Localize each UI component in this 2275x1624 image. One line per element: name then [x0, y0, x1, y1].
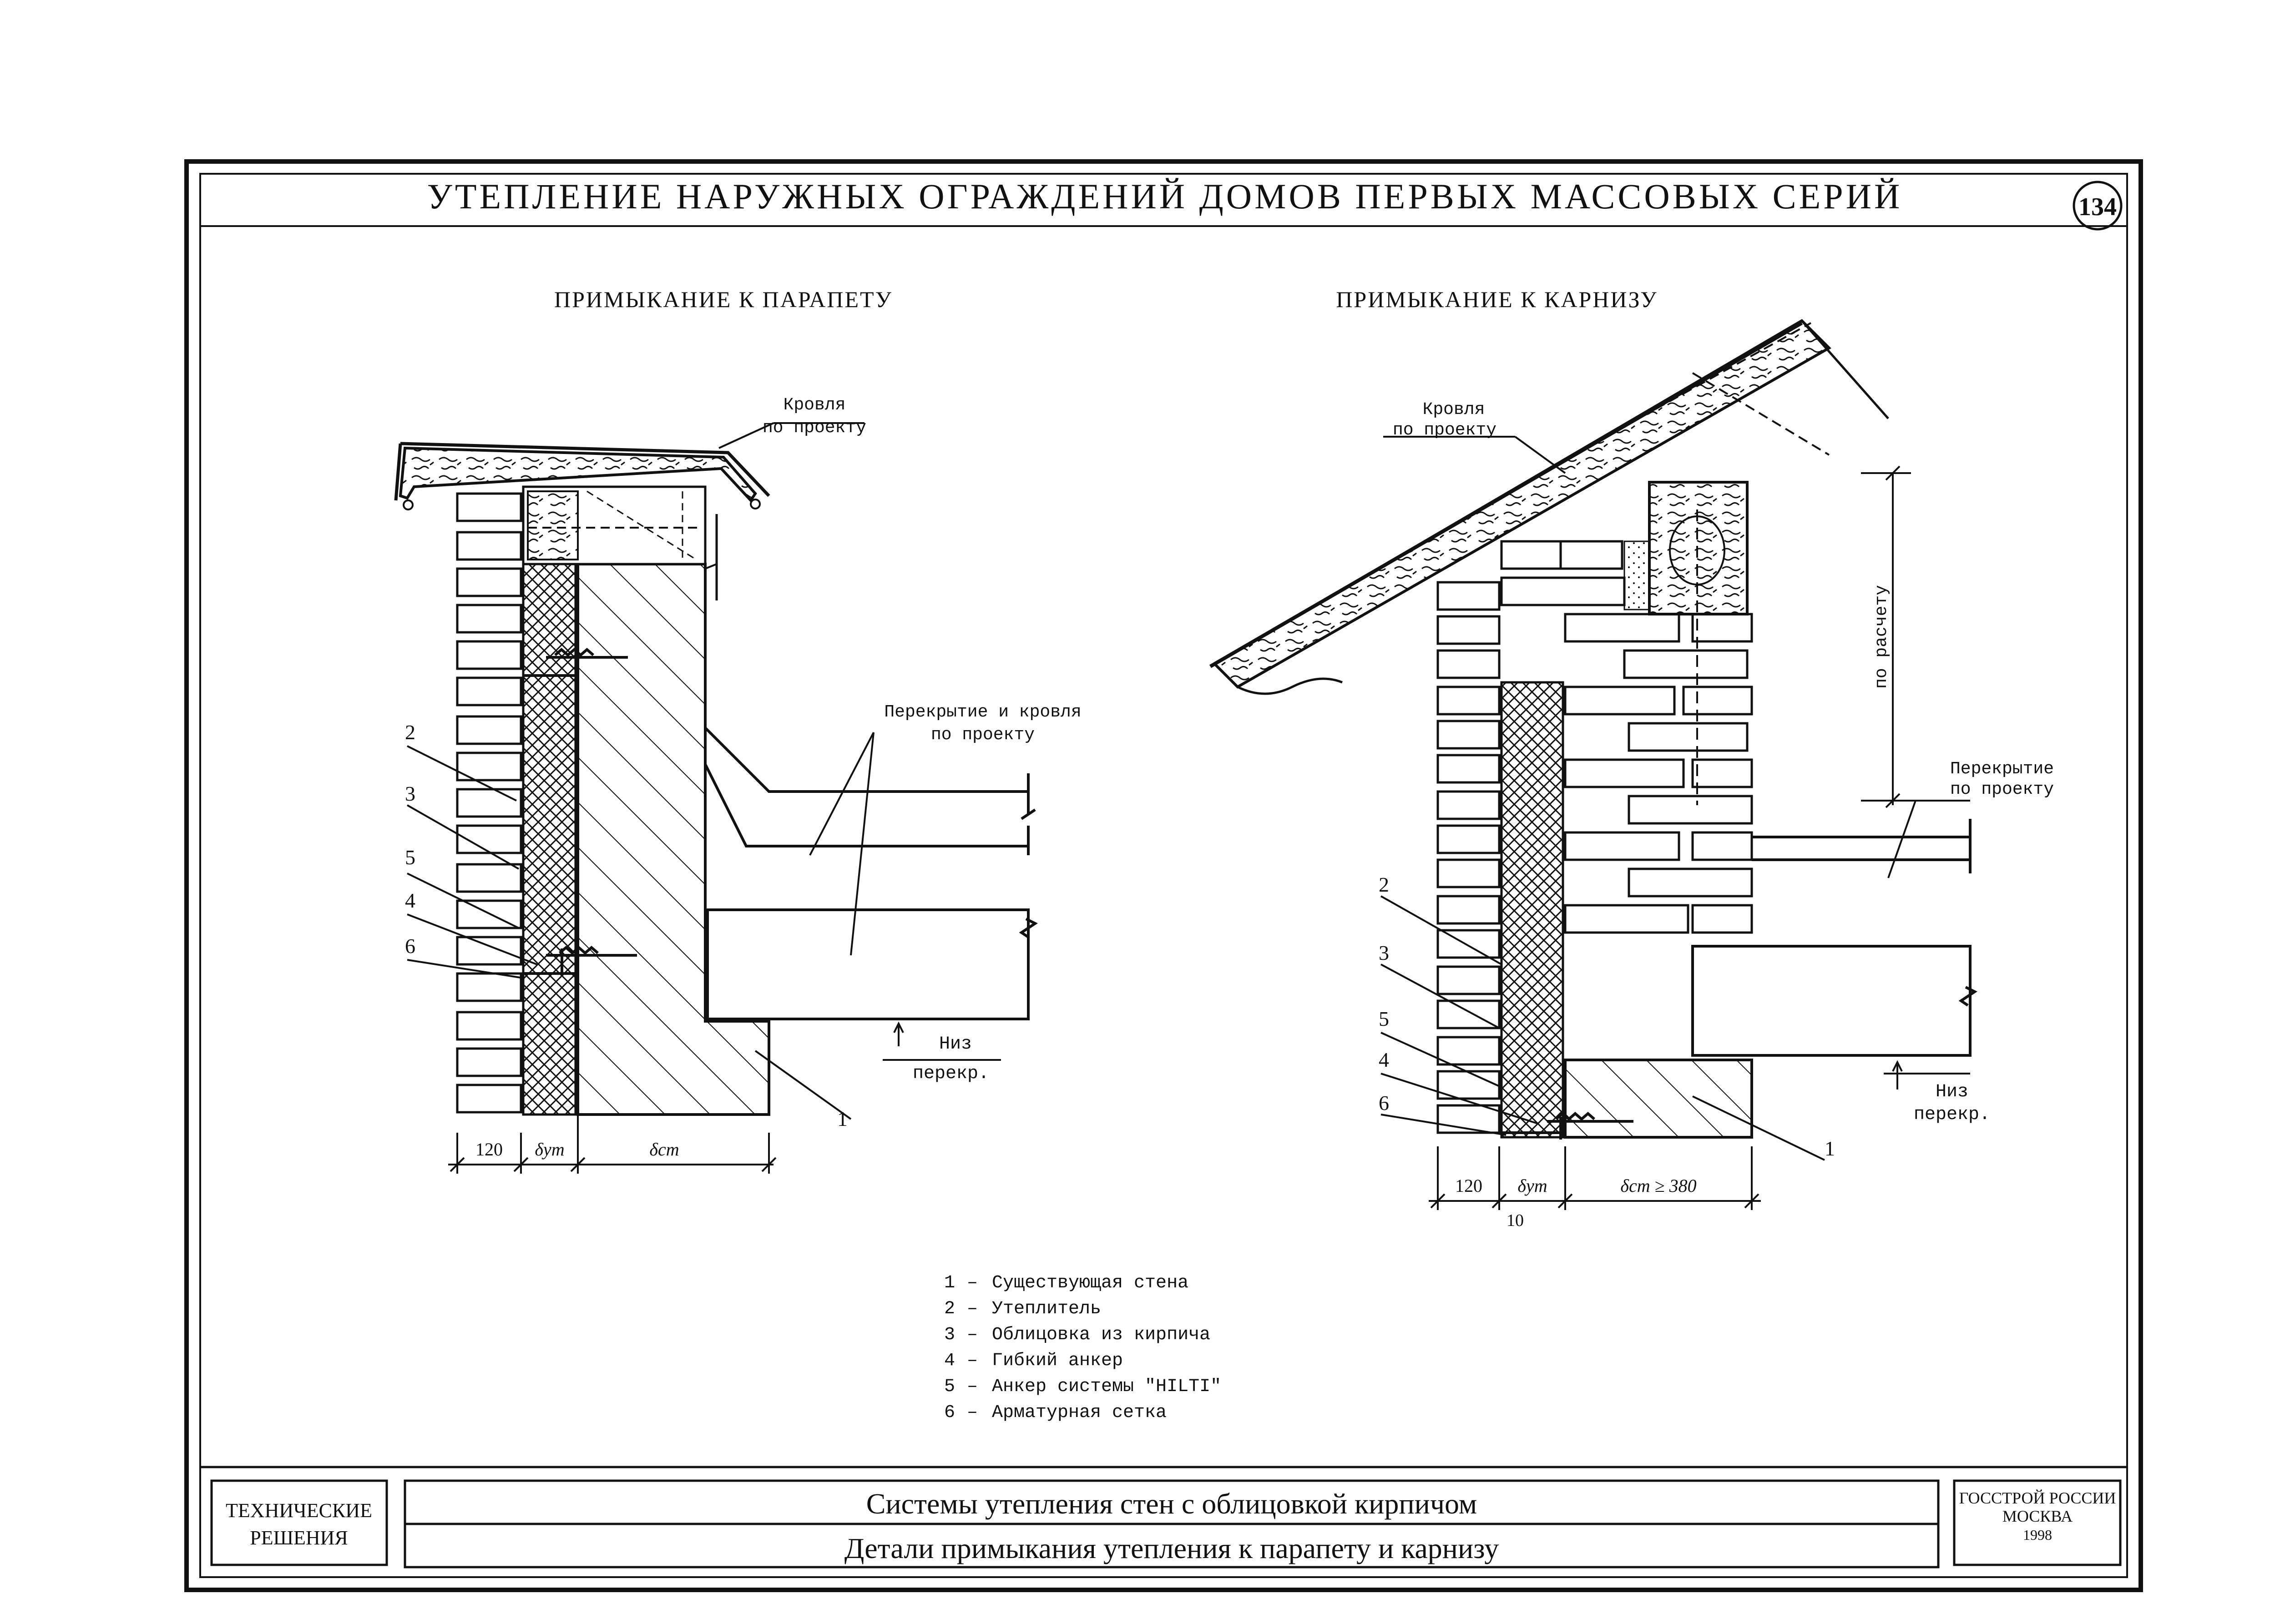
svg-text:Арматурная сетка: Арматурная сетка	[992, 1402, 1167, 1423]
left-leaders	[407, 422, 1001, 1120]
right-anchors	[1502, 1112, 1633, 1140]
svg-text:–: –	[967, 1325, 978, 1345]
svg-text:2: 2	[944, 1299, 955, 1319]
right-dim-brick: 120	[1455, 1175, 1482, 1196]
left-dim-insul: δут	[535, 1139, 564, 1160]
right-detail: ПРИМЫКАНИЕ К КАРНИЗУ	[1209, 287, 2054, 1230]
org-year: 1998	[2023, 1527, 2052, 1543]
right-roof	[1209, 319, 1889, 695]
left-level-label-1: Низ	[939, 1034, 972, 1054]
right-detail-title: ПРИМЫКАНИЕ К КАРНИЗУ	[1336, 287, 1658, 312]
right-dim-wall: δст ≥ 380	[1620, 1175, 1696, 1196]
svg-text:3: 3	[944, 1325, 955, 1345]
legend-item: 2 – Утеплитель	[944, 1299, 1101, 1319]
left-roof-label-2: по проекту	[763, 418, 866, 438]
svg-text:Облицовка из кирпича: Облицовка из кирпича	[992, 1325, 1210, 1345]
left-marker-1: 1	[837, 1107, 848, 1130]
svg-text:1: 1	[944, 1273, 955, 1293]
org-line-1: ГОССТРОЙ РОССИИ	[1959, 1489, 2116, 1507]
sheet-number-circle	[2073, 181, 2123, 231]
right-marker-6: 6	[1379, 1091, 1389, 1115]
left-dimensions: 120 δут δст	[448, 1115, 777, 1174]
category-line-2: РЕШЕНИЯ	[250, 1527, 348, 1549]
svg-text:–: –	[967, 1351, 978, 1371]
org-line-2: МОСКВА	[2002, 1507, 2073, 1525]
left-anchors	[523, 648, 637, 976]
right-leaders	[1380, 436, 1970, 1161]
category-line-1: ТЕХНИЧЕСКИЕ	[226, 1499, 372, 1522]
right-marker-1: 1	[1825, 1137, 1835, 1160]
svg-text:–: –	[967, 1402, 978, 1423]
right-dim-insul: δут	[1517, 1175, 1547, 1196]
left-brick-facing	[456, 492, 522, 1114]
right-calc-label: по расчету	[1872, 585, 1891, 689]
right-marker-2: 2	[1379, 873, 1389, 896]
left-marker-6: 6	[405, 934, 415, 958]
left-dim-wall: δст	[649, 1139, 679, 1160]
svg-text:Существующая стена: Существующая стена	[992, 1273, 1188, 1293]
right-marker-4: 4	[1379, 1048, 1389, 1071]
left-marker-2: 2	[405, 721, 415, 744]
left-detail: ПРИМЫКАНИЕ К ПАРАПЕТУ	[394, 287, 1082, 1174]
left-parapet-cap	[399, 446, 757, 503]
header-title: УТЕПЛЕНИЕ НАРУЖНЫХ ОГРАЖДЕНИЙ ДОМОВ ПЕРВ…	[427, 177, 1903, 216]
right-labels: Кровля по проекту Перекрытие по проекту …	[1379, 400, 2054, 1160]
legend-item: 5 – Анкер системы "HILTI"	[944, 1377, 1221, 1397]
legend-item: 3 – Облицовка из кирпича	[944, 1325, 1210, 1345]
sheet-name-2: Детали примыкания утепления к парапету и…	[844, 1532, 1499, 1564]
left-timber	[527, 490, 579, 560]
left-roof-label-1: Кровля	[784, 395, 846, 415]
header: УТЕПЛЕНИЕ НАРУЖНЫХ ОГРАЖДЕНИЙ ДОМОВ ПЕРВ…	[427, 177, 2123, 231]
right-timber-beam	[1648, 481, 1749, 615]
svg-text:–: –	[967, 1299, 978, 1319]
left-existing-wall	[576, 563, 770, 1116]
sheet-number: 134	[2078, 193, 2117, 221]
svg-text:–: –	[967, 1377, 978, 1397]
svg-text:Анкер системы "HILTI": Анкер системы "HILTI"	[992, 1377, 1221, 1397]
left-marker-4: 4	[405, 889, 415, 912]
left-marker-5: 5	[405, 846, 415, 869]
right-existing-wall	[1564, 1059, 1753, 1139]
right-marker-5: 5	[1379, 1007, 1389, 1030]
legend-item: 6 – Арматурная сетка	[944, 1402, 1167, 1423]
left-floor-slab	[704, 726, 1038, 1020]
right-level-label-2: перекр.	[1914, 1105, 1990, 1125]
right-dimensions: 120 δут δст ≥ 380 10	[1429, 1146, 1761, 1230]
sheet-frame	[184, 159, 2143, 1592]
left-marker-3: 3	[405, 782, 415, 805]
title-block: ТЕХНИЧЕСКИЕ РЕШЕНИЯ Системы утепления ст…	[200, 1466, 2127, 1569]
right-floor-slab	[1691, 819, 1977, 1057]
svg-text:5: 5	[944, 1377, 955, 1397]
svg-text:Утеплитель: Утеплитель	[992, 1299, 1101, 1319]
legend-item: 4 – Гибкий анкер	[944, 1351, 1123, 1371]
left-insulation	[522, 563, 577, 1116]
left-slab-label-1: Перекрытие и кровля	[884, 702, 1081, 722]
left-slab-label-2: по проекту	[931, 725, 1035, 745]
right-roof-label-1: Кровля	[1423, 400, 1485, 419]
right-marker-3: 3	[1379, 941, 1389, 964]
right-brick-facing	[1436, 581, 1501, 1134]
left-labels: Кровля по проекту Перекрытие и кровля по…	[405, 395, 1082, 1130]
legend: 1 – Существующая стена 2 – Утеплитель 3 …	[944, 1273, 1221, 1423]
svg-text:4: 4	[944, 1351, 955, 1371]
left-dim-brick: 120	[475, 1139, 503, 1160]
right-slab-label-2: по проекту	[1950, 780, 2054, 799]
left-detail-title: ПРИМЫКАНИЕ К ПАРАПЕТУ	[554, 287, 893, 312]
svg-text:–: –	[967, 1273, 978, 1293]
right-slab-label-1: Перекрытие	[1950, 759, 2054, 779]
sheet-name-1: Системы утепления стен с облицовкой кирп…	[866, 1488, 1477, 1520]
svg-text:6: 6	[944, 1402, 955, 1423]
right-level-label-1: Низ	[1936, 1082, 1968, 1102]
right-dim-gap: 10	[1507, 1211, 1524, 1230]
right-roof-label-2: по проекту	[1393, 420, 1496, 440]
right-insulation	[1500, 681, 1564, 1139]
left-level-label-2: перекр.	[913, 1064, 989, 1084]
svg-text:Гибкий анкер: Гибкий анкер	[992, 1351, 1123, 1371]
legend-item: 1 – Существующая стена	[944, 1273, 1188, 1293]
